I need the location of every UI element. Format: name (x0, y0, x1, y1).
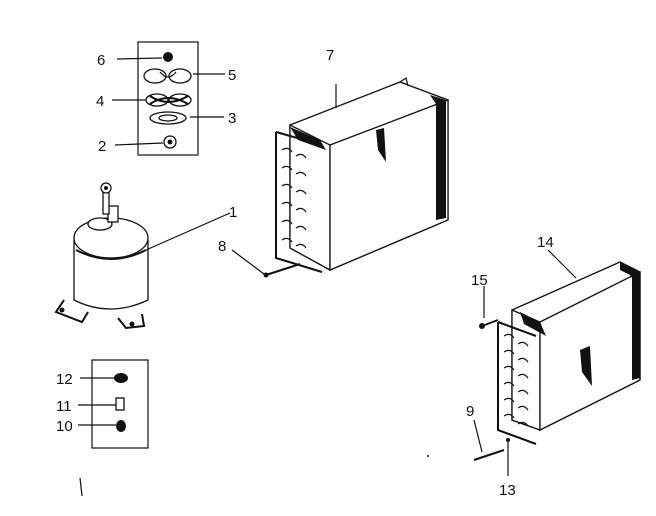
part-6-plug (163, 52, 173, 62)
callout-14: 14 (537, 234, 554, 251)
callout-3: 3 (228, 110, 236, 127)
callout-1: 1 (229, 204, 237, 221)
part-9-tube (473, 419, 505, 461)
part-5-grommet (143, 68, 192, 84)
callout-4: 4 (96, 93, 104, 110)
callout-5: 5 (228, 67, 236, 84)
part-14-evaporator-coil (497, 249, 641, 445)
part-13-screw (506, 438, 510, 476)
part-10-fitting (116, 420, 126, 432)
part-1-compressor (54, 182, 231, 330)
callout-6: 6 (97, 52, 105, 69)
part-3-washer (149, 111, 187, 125)
callout-13: 13 (499, 482, 516, 499)
callout-12: 12 (56, 371, 73, 388)
callout-15: 15 (471, 272, 488, 289)
part-12-cap (114, 373, 128, 383)
callout-8: 8 (218, 238, 226, 255)
part-15-screw (479, 286, 499, 329)
small-parts-card (78, 359, 149, 449)
part-2-nut (163, 135, 177, 149)
callout-10: 10 (56, 418, 73, 435)
mounting-hardware-card (112, 41, 225, 156)
part-8-screw (231, 249, 301, 278)
stray-dot (427, 455, 429, 457)
callout-11: 11 (56, 398, 72, 415)
part-4-grommet (145, 93, 192, 107)
stray-mark (79, 477, 83, 497)
part-7-condenser-coil (275, 77, 449, 273)
part-11-valve-core (115, 397, 125, 411)
callout-2: 2 (98, 138, 106, 155)
callout-9: 9 (466, 403, 474, 420)
callout-7: 7 (326, 47, 334, 64)
